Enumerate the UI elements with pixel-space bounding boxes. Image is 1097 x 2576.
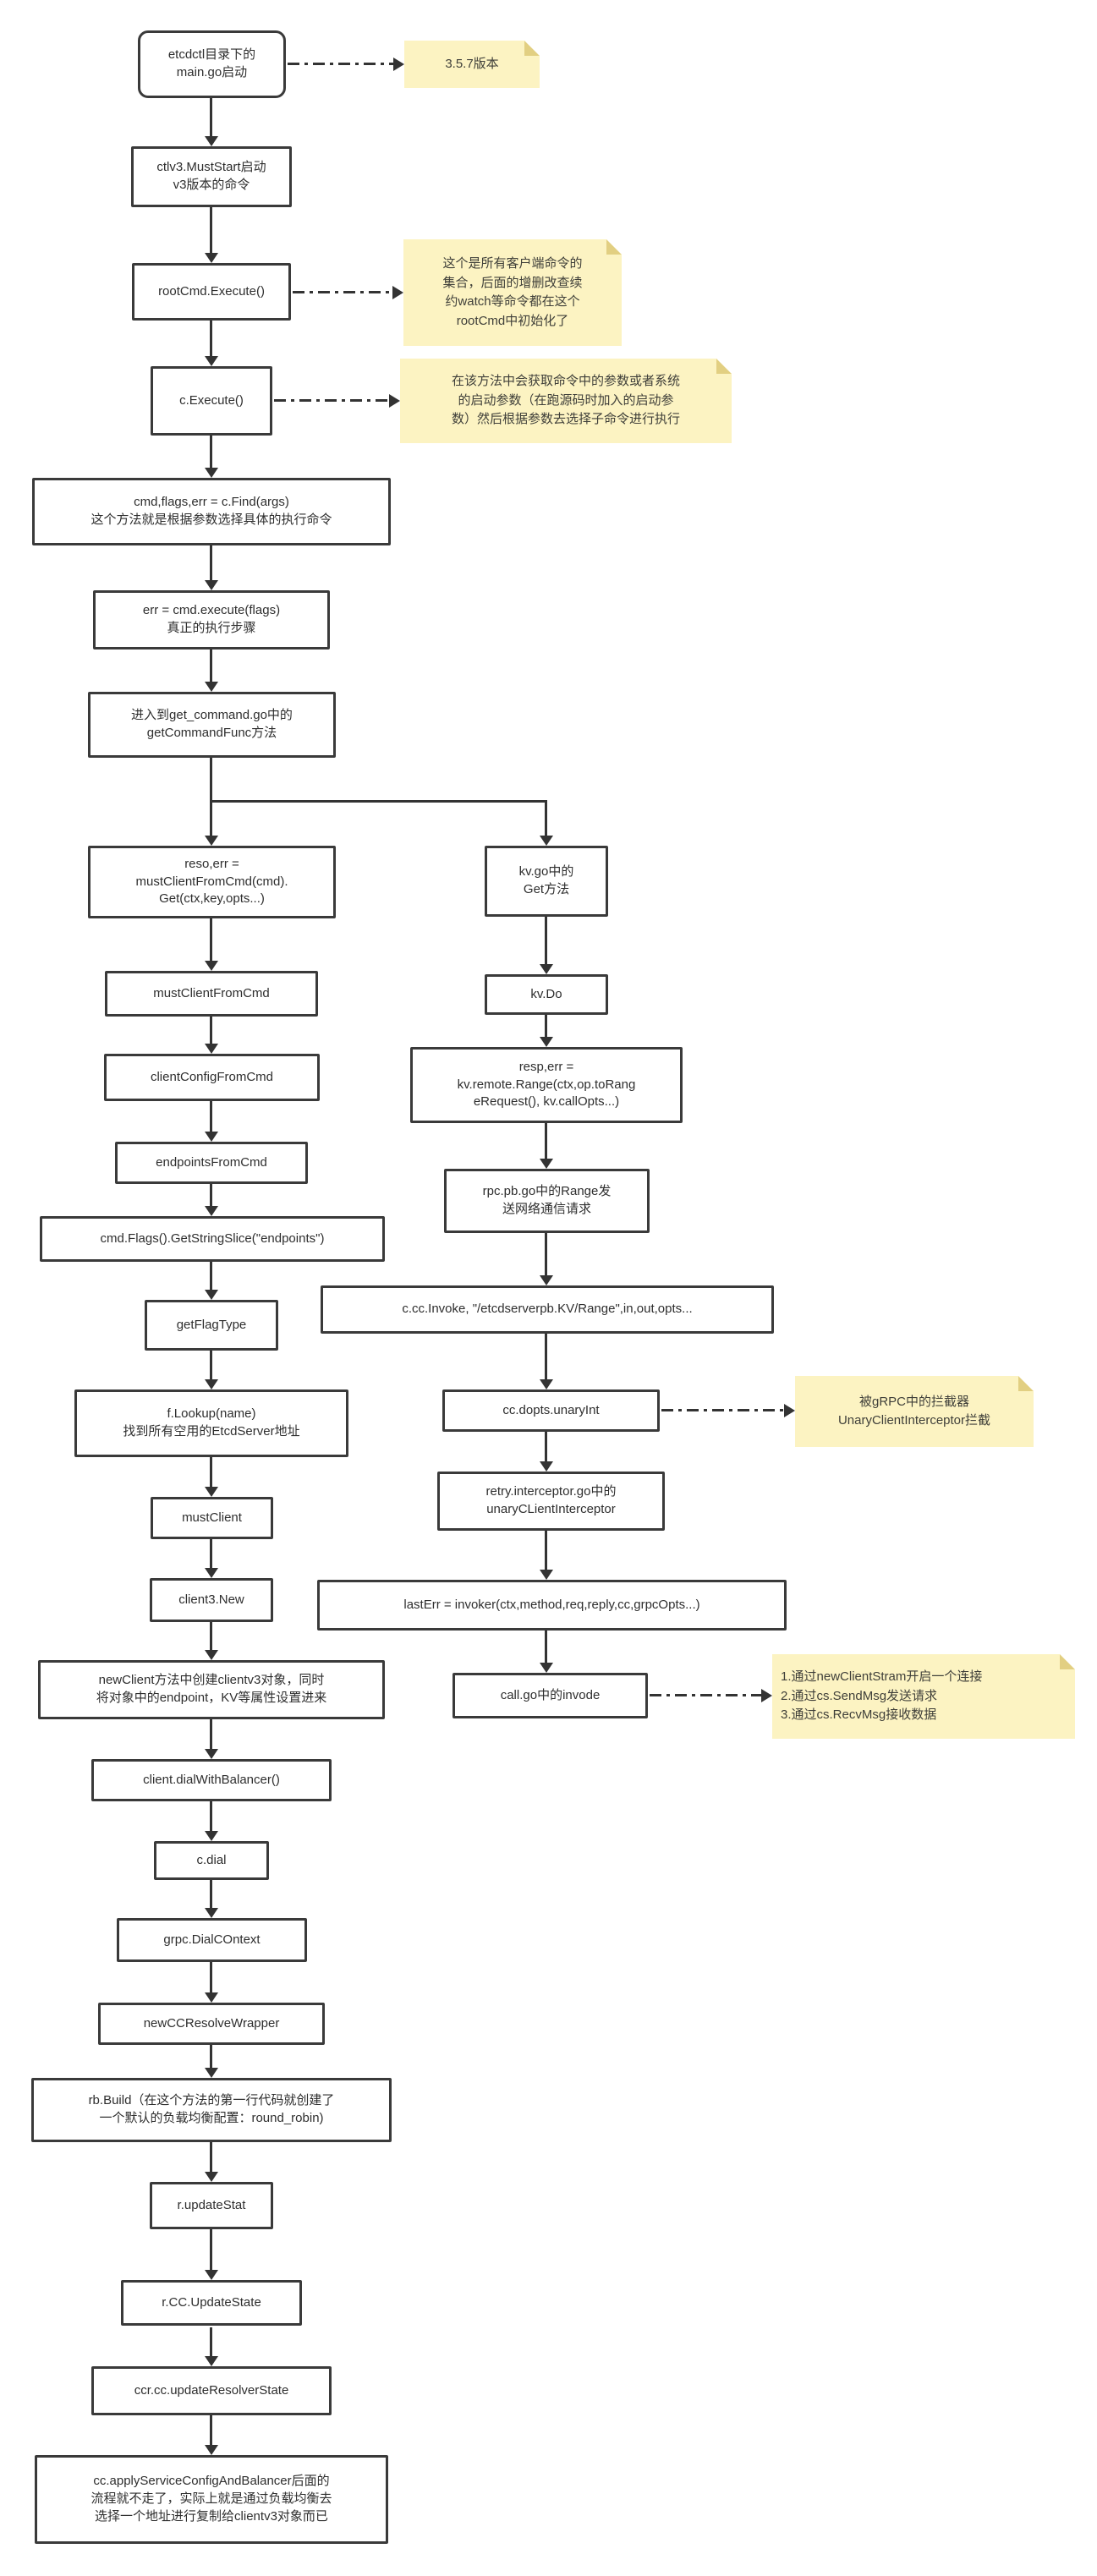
node-apply-service-config-balancer: cc.applyServiceConfigAndBalancer后面的 流程就不…: [35, 2455, 388, 2544]
dashed-connector: [661, 1409, 784, 1411]
flow-arrow: [545, 1334, 547, 1379]
node-new-cc-resolve-wrapper: newCCResolveWrapper: [98, 2003, 325, 2045]
note-fold-icon: [716, 359, 732, 374]
flow-arrow: [210, 1017, 212, 1044]
flow-arrow: [210, 1184, 212, 1206]
note-rootcmd: 这个是所有客户端命令的 集合，后面的增删改查续 约watch等命令都在这个 ro…: [403, 239, 622, 346]
flow-arrow: [545, 1233, 547, 1275]
flow-arrow: [210, 2045, 212, 2068]
note-version-text: 3.5.7版本: [445, 56, 499, 71]
node-must-client: mustClient: [151, 1497, 273, 1539]
node-rb-build: rb.Build（在这个方法的第一行代码就创建了 一个默认的负载均衡配置：rou…: [31, 2078, 392, 2142]
flow-arrow: [210, 1262, 212, 1290]
node-call-go-invode: call.go中的invode: [453, 1673, 648, 1718]
node-r-update-stat: r.updateStat: [150, 2182, 273, 2229]
node-kv-remote-range: resp,err = kv.remote.Range(ctx,op.toRang…: [410, 1047, 683, 1123]
node-kv-get: kv.go中的 Get方法: [485, 846, 608, 917]
note-invode-steps-text: 1.通过newClientStram开启一个连接 2.通过cs.SendMsg发…: [781, 1669, 983, 1723]
node-must-client-from-cmd: mustClientFromCmd: [105, 971, 318, 1017]
flow-arrow: [545, 1531, 547, 1570]
note-grpc-interceptor-text: 被gRPC中的拦截器 UnaryClientInterceptor拦截: [837, 1394, 991, 1428]
node-cmd-execute-flags: err = cmd.execute(flags) 真正的执行步骤: [93, 590, 330, 649]
branch-line: [210, 800, 546, 803]
flow-arrow: [545, 917, 547, 964]
node-dial-with-balancer: client.dialWithBalancer(): [91, 1759, 332, 1801]
node-rootcmd-execute: rootCmd.Execute(): [132, 263, 291, 321]
flow-arrow: [210, 98, 212, 136]
dashed-connector: [288, 63, 393, 65]
note-invode-steps: 1.通过newClientStram开启一个连接 2.通过cs.SendMsg发…: [772, 1654, 1075, 1739]
note-rootcmd-text: 这个是所有客户端命令的 集合，后面的增删改查续 约watch等命令都在这个 ro…: [442, 256, 583, 328]
node-last-err-invoker: lastErr = invoker(ctx,method,req,reply,c…: [317, 1580, 787, 1631]
node-grpc-dial-context: grpc.DialCOntext: [117, 1918, 307, 1962]
node-new-client: newClient方法中创建clientv3对象，同时 将对象中的endpoin…: [38, 1660, 385, 1719]
flow-arrow: [210, 2229, 212, 2270]
flow-arrow: [210, 1801, 212, 1831]
flow-arrow: [210, 1719, 212, 1749]
note-fold-icon: [524, 41, 540, 56]
flow-arrow: [545, 1631, 547, 1663]
flow-arrow: [210, 1351, 212, 1379]
flow-arrow: [210, 207, 212, 253]
note-fold-icon: [1060, 1654, 1075, 1669]
node-client3-new: client3.New: [150, 1578, 273, 1622]
note-grpc-interceptor: 被gRPC中的拦截器 UnaryClientInterceptor拦截: [795, 1376, 1034, 1447]
node-reso-err-get: reso,err = mustClientFromCmd(cmd). Get(c…: [88, 846, 336, 918]
node-client-config-from-cmd: clientConfigFromCmd: [104, 1054, 320, 1101]
node-retry-interceptor: retry.interceptor.go中的 unaryCLientInterc…: [437, 1472, 665, 1531]
node-ctlv3-muststart: ctlv3.MustStart启动 v3版本的命令: [131, 146, 292, 207]
flow-arrow: [210, 1880, 212, 1908]
note-fold-icon: [606, 239, 622, 255]
flow-arrow: [210, 2142, 212, 2172]
flow-arrow: [210, 758, 212, 836]
flow-arrow: [210, 918, 212, 961]
flow-arrow: [210, 1962, 212, 1992]
flow-arrow: [210, 436, 212, 468]
note-fold-icon: [1018, 1376, 1034, 1391]
flow-arrow: [210, 1457, 212, 1487]
flow-arrow: [210, 2327, 212, 2356]
dashed-connector: [274, 399, 389, 402]
node-c-find-args: cmd,flags,err = c.Find(args) 这个方法就是根据参数选…: [32, 478, 391, 545]
flow-arrow: [210, 1622, 212, 1650]
node-endpoints-from-cmd: endpointsFromCmd: [115, 1142, 308, 1184]
node-c-execute: c.Execute(): [151, 366, 272, 436]
flow-arrow: [545, 1123, 547, 1159]
note-c-execute-text: 在该方法中会获取命令中的参数或者系统 的启动参数（在跑源码时加入的启动参 数）然…: [451, 374, 680, 427]
node-cc-invoke: c.cc.Invoke, "/etcdserverpb.KV/Range",in…: [321, 1285, 774, 1334]
flow-arrow: [545, 1432, 547, 1461]
node-r-cc-update-state: r.CC.UpdateState: [121, 2280, 302, 2326]
flow-arrow: [210, 1539, 212, 1568]
flow-arrow: [210, 2415, 212, 2445]
node-main-go: etcdctl目录下的 main.go启动: [138, 30, 286, 98]
note-version: 3.5.7版本: [404, 41, 540, 88]
flow-arrow: [545, 1015, 547, 1037]
node-c-dial: c.dial: [154, 1841, 269, 1880]
flow-arrow: [210, 321, 212, 356]
flow-arrow: [210, 649, 212, 682]
node-cc-dopts-unary-int: cc.dopts.unaryInt: [442, 1389, 660, 1432]
node-f-lookup: f.Lookup(name) 找到所有空用的EtcdServer地址: [74, 1389, 348, 1457]
node-get-flag-type: getFlagType: [145, 1300, 278, 1351]
node-kv-do: kv.Do: [485, 974, 608, 1015]
node-get-string-slice: cmd.Flags().GetStringSlice("endpoints"): [40, 1216, 385, 1262]
node-rpc-pb-range: rpc.pb.go中的Range发 送网络通信请求: [444, 1169, 650, 1233]
dashed-connector: [650, 1694, 761, 1696]
flow-arrow: [545, 800, 547, 836]
flow-arrow: [210, 545, 212, 580]
node-get-command-func: 进入到get_command.go中的 getCommandFunc方法: [88, 692, 336, 758]
node-ccr-update-resolver-state: ccr.cc.updateResolverState: [91, 2366, 332, 2415]
dashed-connector: [293, 291, 392, 293]
note-c-execute: 在该方法中会获取命令中的参数或者系统 的启动参数（在跑源码时加入的启动参 数）然…: [400, 359, 732, 443]
flow-arrow: [210, 1101, 212, 1132]
